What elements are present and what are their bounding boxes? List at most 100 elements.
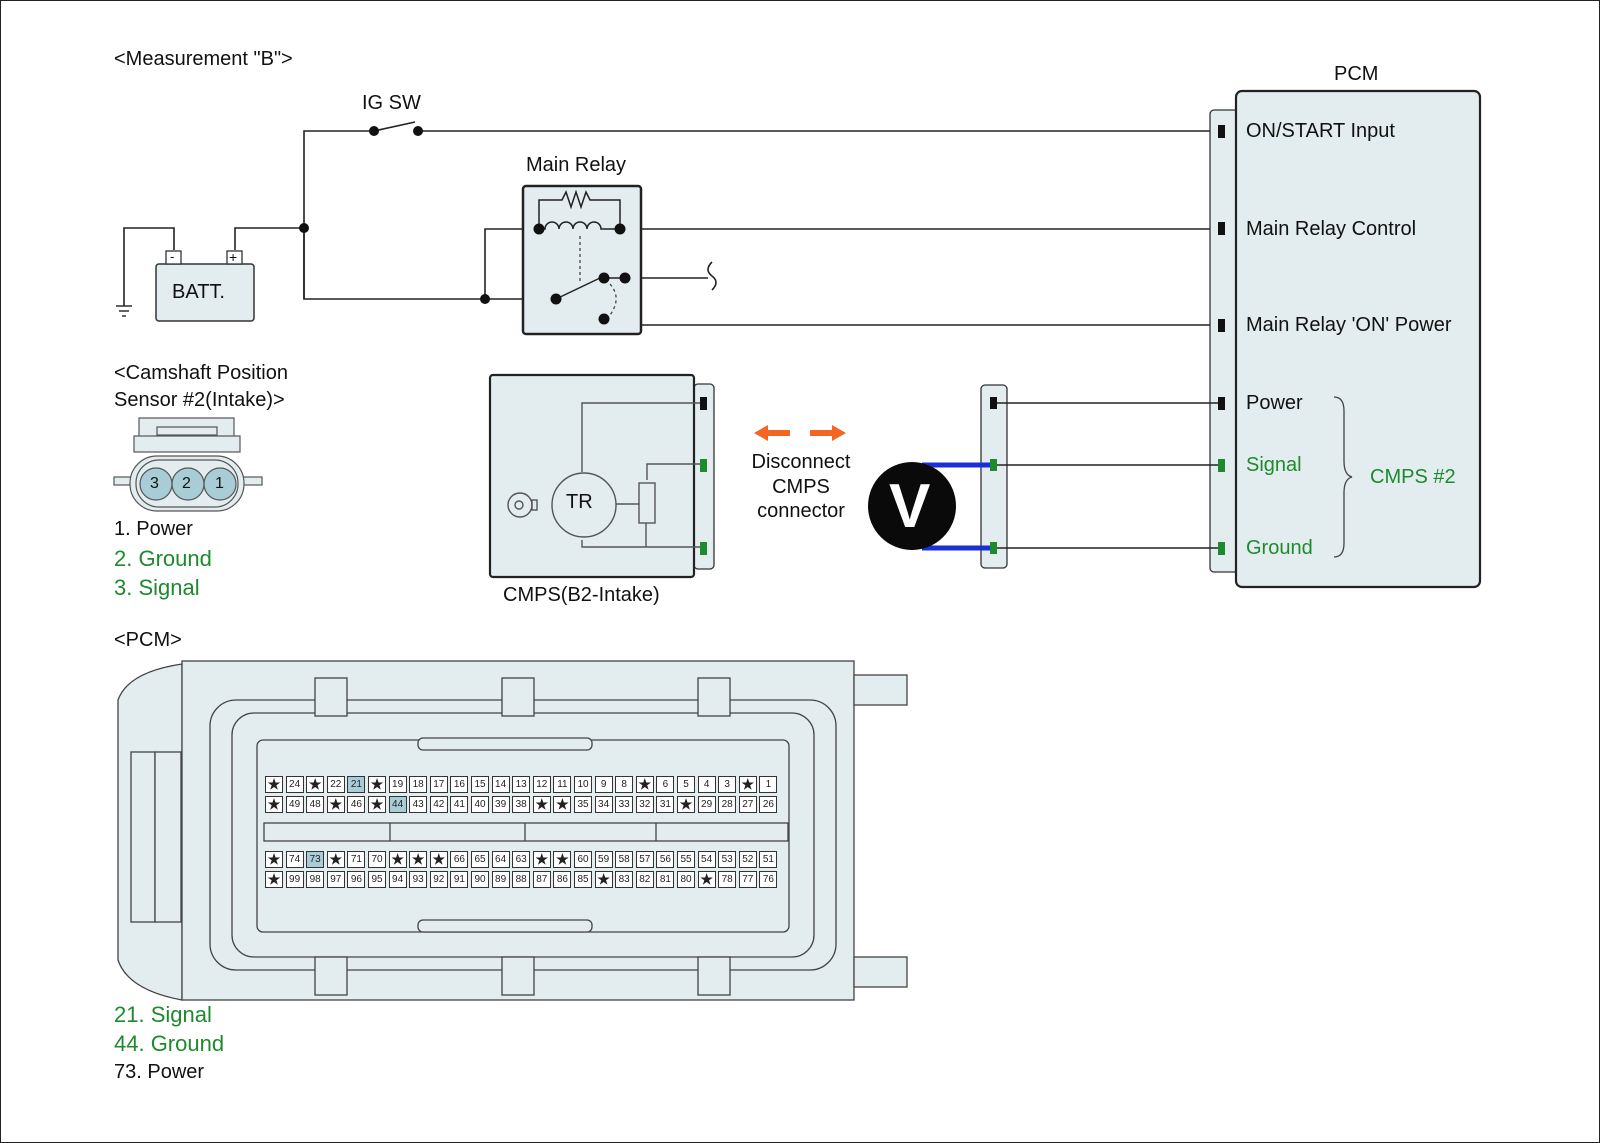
pcm-pin-11: 11: [553, 776, 572, 793]
pcm-pin-91: 91: [450, 871, 469, 888]
pcm-pin-60: 60: [574, 851, 592, 868]
pcm-pin-1: 1: [759, 776, 778, 793]
pcm-label: PCM: [1334, 63, 1379, 85]
sensor-pin-2: 2: [182, 475, 191, 492]
pcm-terminal-on-start-input: ON/START Input: [1246, 120, 1395, 142]
pcm-pin-73: 73: [306, 851, 325, 868]
pcm-pin-unused: ★: [265, 851, 283, 868]
pcm-pin-31: 31: [656, 796, 675, 813]
pcm-pin-legend-signal: 21. Signal: [114, 1002, 212, 1027]
pcm-pin-63: 63: [512, 851, 531, 868]
pcm-pin-95: 95: [368, 871, 386, 888]
pcm-pin-19: 19: [388, 776, 407, 793]
pcm-terminal-main-relay-control: Main Relay Control: [1246, 218, 1417, 240]
ig-switch-wiring: [123, 121, 1218, 326]
pcm-connector-body: [117, 660, 908, 1001]
pcm-pin-42: 42: [429, 796, 448, 813]
pcm-pin-unused: ★: [738, 776, 757, 793]
pcm-pin-15: 15: [471, 776, 489, 793]
pcm-pin-55: 55: [677, 851, 695, 868]
pcm-terminal-power: Power: [1246, 392, 1303, 414]
pcm-pin-unused: ★: [265, 871, 283, 888]
pcm-pin-unused: ★: [306, 776, 325, 793]
battery: [155, 250, 255, 322]
pcm-pin-unused: ★: [677, 796, 695, 813]
sensor-pin-legend-power: 1. Power: [114, 518, 193, 540]
pcm-terminal-ground: Ground: [1246, 537, 1313, 559]
pcm-pin-52: 52: [738, 851, 757, 868]
pcm-pin-9: 9: [594, 776, 613, 793]
pcm-pin-96: 96: [347, 871, 366, 888]
cmps-sensor: [488, 373, 715, 579]
pcm-pin-86: 86: [553, 871, 572, 888]
pcm-terminal-pins: [1218, 125, 1225, 555]
pcm-connector-heading: <PCM>: [114, 629, 182, 651]
pcm-pin-5: 5: [677, 776, 695, 793]
cmps-group-label: CMPS #2: [1370, 466, 1456, 488]
sensor-connector-heading-2: Sensor #2(Intake)>: [114, 389, 285, 411]
pcm-pin-10: 10: [574, 776, 592, 793]
pcm-pin-77: 77: [738, 871, 757, 888]
pcm-pin-4: 4: [697, 776, 716, 793]
pcm-pin-22: 22: [326, 776, 345, 793]
pcm-pin-33: 33: [615, 796, 634, 813]
pcm-pin-13: 13: [512, 776, 531, 793]
pcm-pin-46: 46: [347, 796, 366, 813]
pcm-pin-90: 90: [471, 871, 489, 888]
pcm-pin-93: 93: [409, 871, 428, 888]
pcm-pin-92: 92: [429, 871, 448, 888]
pcm-terminal-main-relay-on-power: Main Relay 'ON' Power: [1246, 314, 1452, 336]
pcm-pin-74: 74: [285, 851, 304, 868]
pcm-pin-39: 39: [491, 796, 510, 813]
pcm-pin-3: 3: [718, 776, 737, 793]
pcm-pin-unused: ★: [265, 776, 283, 793]
battery-minus-icon: -: [170, 249, 175, 264]
pcm-pin-40: 40: [471, 796, 489, 813]
pcm-pin-unused: ★: [532, 796, 551, 813]
pcm-pin-57: 57: [635, 851, 654, 868]
pcm-pin-78: 78: [718, 871, 737, 888]
pcm-pin-76: 76: [759, 871, 778, 888]
sensor-connector-drawing: [113, 417, 263, 512]
pcm-pin-49: 49: [285, 796, 304, 813]
pcm-pin-56: 56: [656, 851, 675, 868]
disconnect-note-line2: CMPS: [772, 476, 830, 498]
pcm-pin-unused: ★: [409, 851, 428, 868]
pcm-pin-unused: ★: [429, 851, 448, 868]
ground-icon: [116, 305, 132, 317]
voltmeter-icon: V: [889, 472, 931, 541]
pcm-pin-64: 64: [491, 851, 510, 868]
sensor-pin-legend-signal: 3. Signal: [114, 575, 200, 600]
pcm-pin-unused: ★: [532, 851, 551, 868]
sensor-label: CMPS(B2-Intake): [503, 584, 660, 606]
pcm-pin-66: 66: [450, 851, 469, 868]
pcm-pin-14: 14: [491, 776, 510, 793]
pcm-pin-21: 21: [347, 776, 366, 793]
pcm-pin-44: 44: [388, 796, 407, 813]
cmps-group-brace: [1333, 396, 1353, 558]
pcm-pin-97: 97: [326, 871, 345, 888]
pcm-pin-80: 80: [677, 871, 695, 888]
sensor-tr-label: TR: [566, 491, 593, 513]
pcm-pin-legend-ground: 44. Ground: [114, 1031, 225, 1056]
harness-connector: [980, 384, 1218, 569]
pcm-pin-24: 24: [285, 776, 304, 793]
pcm-pin-98: 98: [306, 871, 325, 888]
pcm-pin-unused: ★: [368, 776, 386, 793]
pcm-pin-unused: ★: [553, 796, 572, 813]
sensor-pin-3: 3: [150, 475, 159, 492]
disconnect-arrows-icon: [754, 425, 846, 441]
pcm-pin-unused: ★: [635, 776, 654, 793]
pcm-pin-53: 53: [718, 851, 737, 868]
pcm-pin-unused: ★: [697, 871, 716, 888]
pcm-pin-34: 34: [594, 796, 613, 813]
main-relay-label: Main Relay: [526, 154, 627, 176]
pcm-pin-58: 58: [615, 851, 634, 868]
disconnect-note-line1: Disconnect: [751, 451, 851, 473]
pcm-pin-8: 8: [615, 776, 634, 793]
pcm-pin-unused: ★: [368, 796, 386, 813]
pcm-pin-88: 88: [512, 871, 531, 888]
pcm-pin-65: 65: [471, 851, 489, 868]
pcm-pin-48: 48: [306, 796, 325, 813]
